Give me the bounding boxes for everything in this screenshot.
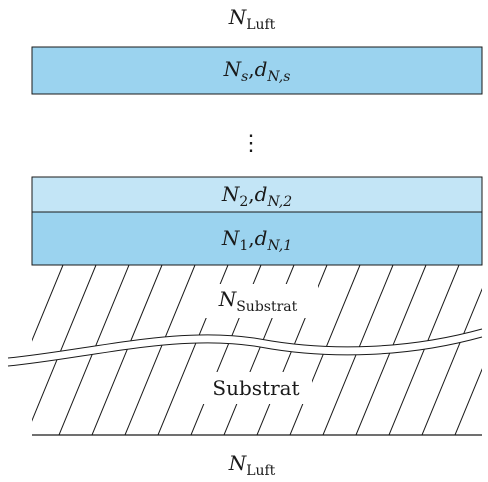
hatch-line bbox=[124, 265, 196, 435]
substrate-label-backdrop bbox=[200, 372, 312, 404]
top-air-index-label: NLuft bbox=[228, 5, 276, 33]
break-line-upper bbox=[7, 328, 483, 359]
substrate-index-label-backdrop bbox=[200, 284, 318, 318]
hatch-line bbox=[388, 265, 460, 435]
hatch-line bbox=[0, 265, 30, 435]
break-line-lower bbox=[7, 336, 483, 367]
layer-1 bbox=[31, 211, 483, 266]
hatch-line bbox=[454, 368, 482, 435]
layer-s-label: Ns,dN,s bbox=[223, 57, 291, 85]
hatch-line bbox=[32, 265, 64, 342]
hatch-line bbox=[91, 265, 163, 435]
layer-1-label: N1,dN,1 bbox=[221, 226, 292, 254]
substrate-label: Substrat bbox=[212, 376, 299, 400]
bottom-air-index-label: NLuft bbox=[228, 451, 276, 479]
layer-2-label: N2,dN,2 bbox=[221, 182, 292, 210]
layer-ellipsis: ⋮ bbox=[240, 131, 262, 156]
layer-s bbox=[31, 46, 483, 95]
substrate-index-label: NSubstrat bbox=[218, 287, 298, 315]
hatch-line bbox=[32, 265, 97, 422]
layer-2 bbox=[31, 176, 483, 213]
break-band-fill bbox=[8, 329, 482, 366]
hatch-line bbox=[421, 287, 482, 435]
